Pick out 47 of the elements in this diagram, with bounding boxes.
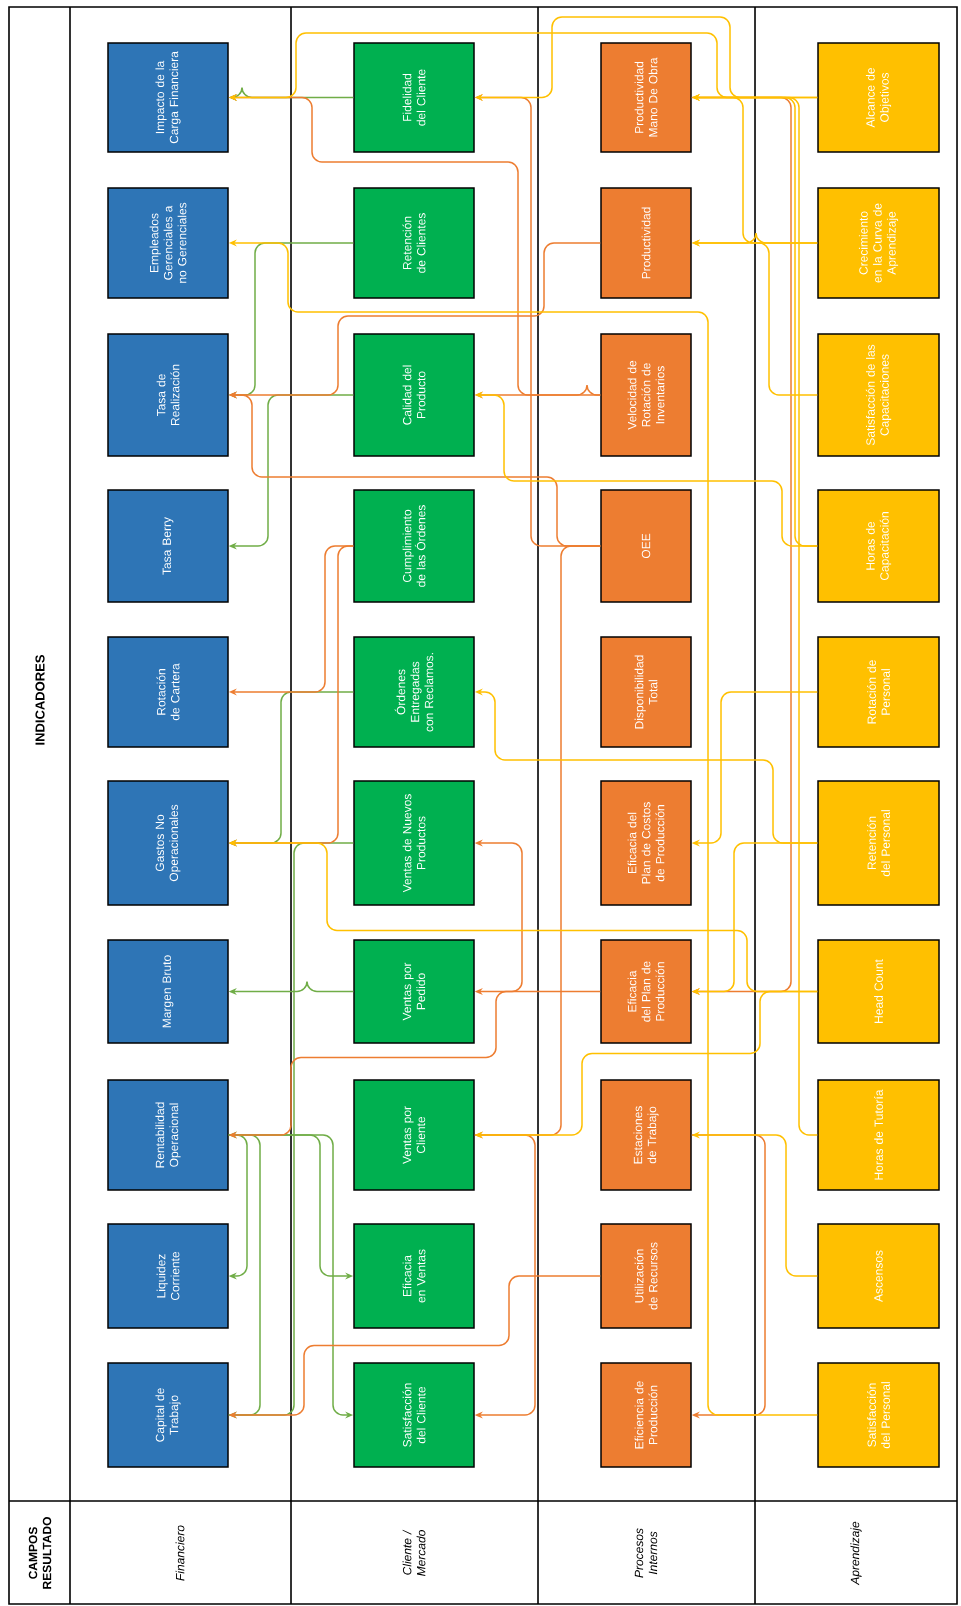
indicator-box: Ventas de Nuevos Productos [353, 780, 475, 906]
indicator-box: Productividad Mano De Obra [600, 42, 692, 153]
indicator-box: Ascensos [817, 1223, 940, 1329]
indicator-box: Horas de Tutoría [817, 1079, 940, 1191]
indicator-box: Margen Bruto [107, 939, 229, 1044]
indicator-box: Utilización de Recursos [600, 1223, 692, 1329]
indicator-box: Estaciones de Trabajo [600, 1079, 692, 1191]
indicator-box: Rentabilidad Operacional [107, 1079, 229, 1191]
heading: INDICADORES [35, 655, 45, 745]
indicator-box: Rotación de Personal [817, 636, 940, 748]
indicator-box: Crecimiento en la Curva de Aprendizaje [817, 187, 940, 299]
indicator-box: Eficacia del Plan de Producción [600, 939, 692, 1044]
indicator-box: Capital de Trabajo [107, 1362, 229, 1468]
indicator-box: Fidelidad del Cliente [353, 42, 475, 153]
indicator-box: Liquidez Corriente [107, 1223, 229, 1329]
indicator-box: Ventas por Pedido [353, 939, 475, 1044]
indicator-box: Calidad del Producto [353, 333, 475, 457]
indicator-box: Empleados Gerenciales a no Gerenciales [107, 187, 229, 299]
indicator-box: Head Count [817, 939, 940, 1044]
category-label: Aprendizaje [850, 1521, 862, 1586]
arrow [228, 1134, 248, 1280]
indicator-box: Cumplimiento de las Órdenes [353, 489, 475, 603]
indicator-box: Eficacia del Plan de Costos de Producción [600, 780, 692, 906]
indicator-box: Tasa de Realización [107, 333, 229, 457]
indicator-box: Retención de Clientes [353, 187, 475, 299]
indicator-box: Ventas por Cliente [353, 1079, 475, 1191]
indicator-box: Rotación de Cartera [107, 636, 229, 748]
indicator-box: Eficiencia de Producción [600, 1362, 692, 1468]
indicator-box: Tasa Berry [107, 489, 229, 603]
indicator-box: Impacto de la Carga Financiera [107, 42, 229, 153]
indicator-box: Gastos No Operacionales [107, 780, 229, 906]
indicator-box: Velocidad de Rotación de Inventarios [600, 333, 692, 457]
indicator-box: Satisfacción del Personal [817, 1362, 940, 1468]
indicator-box: Satisfacción de las Capacitaciones [817, 333, 940, 457]
indicator-box: Alcance de Objetivos [817, 42, 940, 153]
category-label: Procesos Internos [634, 1528, 658, 1578]
indicator-box: Horas de Capacitación [817, 489, 940, 603]
indicator-box: Satisfacción del Cliente [353, 1362, 475, 1468]
category-label: Financiero [175, 1525, 185, 1581]
column-header: CAMPOS RESULTADO [28, 1517, 52, 1589]
indicator-box: OEE [600, 489, 692, 603]
indicator-box: Disponibilidad Total [600, 636, 692, 748]
category-label: Cliente / Mercado [402, 1529, 426, 1576]
indicator-box: Órdenes Entregadas con Reclamos. [353, 636, 475, 748]
indicator-box: Retención del Personal [817, 780, 940, 906]
indicator-box: Eficacia en Ventas [353, 1223, 475, 1329]
indicator-box: Productividad [600, 187, 692, 299]
